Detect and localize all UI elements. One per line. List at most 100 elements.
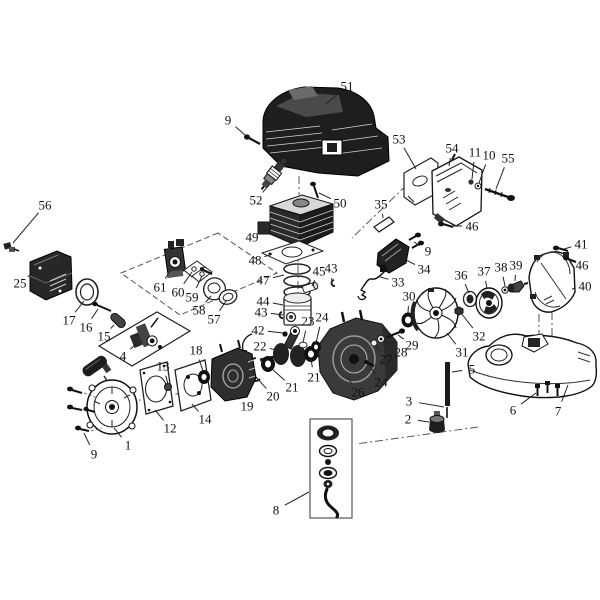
leader-line <box>460 312 474 329</box>
leader-line <box>264 253 273 258</box>
part-61-carburetor <box>163 239 187 279</box>
leader-line <box>451 369 463 373</box>
part-25-muffler <box>29 250 73 301</box>
part-46-bolt-air-filter <box>438 221 454 228</box>
part-number-label: 39 <box>510 258 523 273</box>
leader-line <box>381 213 384 219</box>
part-41-bolt <box>553 245 569 253</box>
callout-24: 24 <box>316 310 329 344</box>
leader-line <box>382 340 393 348</box>
part-number-label: 45 <box>313 264 326 279</box>
callout-52: 52 <box>250 183 271 208</box>
callout-34: 34 <box>403 258 432 277</box>
part-number-label: 38 <box>495 260 508 275</box>
part-number-label: 46 <box>466 219 480 234</box>
leader-line <box>471 161 475 180</box>
callout-47: 47 <box>257 273 285 288</box>
leader-line <box>495 167 505 190</box>
leader-line <box>205 295 212 303</box>
part-number-label: 60 <box>172 285 185 300</box>
leader-line <box>413 241 420 247</box>
leader-line <box>563 246 572 250</box>
callout-45: 45 <box>311 264 326 287</box>
part-number-label: 44 <box>257 294 271 309</box>
part-number-label: 21 <box>308 370 321 385</box>
callout-15: 15 <box>98 324 115 344</box>
callout-10: 10 <box>478 148 496 184</box>
leader-line <box>403 147 417 170</box>
leader-line <box>485 280 488 290</box>
part-number-label: 49 <box>246 230 259 245</box>
leader-line <box>191 403 199 412</box>
callout-22: 22 <box>254 339 281 354</box>
part-51-engine-cover <box>262 86 390 177</box>
leader-line <box>368 364 376 375</box>
callout-2: 2 <box>405 412 430 427</box>
leader-line <box>183 271 193 285</box>
part-24-seal <box>311 341 321 353</box>
leader-line <box>417 419 430 423</box>
part-number-label: 27 <box>380 352 394 367</box>
callout-60: 60 <box>172 271 193 300</box>
callout-24: 24 <box>368 364 388 390</box>
callout-6: 6 <box>510 392 537 418</box>
leader-line <box>260 228 269 233</box>
callout-56: 56 <box>12 198 53 244</box>
callout-55: 55 <box>495 151 515 190</box>
callout-48: 48 <box>249 253 273 268</box>
part-number-label: 56 <box>39 198 53 213</box>
callout-33: 33 <box>379 275 405 290</box>
part-number-label: 43 <box>255 305 268 320</box>
leader-line <box>83 432 91 446</box>
leader-line <box>255 376 267 389</box>
part-number-label: 23 <box>302 314 315 329</box>
part-number-label: 34 <box>418 262 432 277</box>
callout-57: 57 <box>208 300 227 327</box>
leader-line <box>571 287 576 290</box>
callout-26: 26 <box>346 376 365 400</box>
part-23-washer <box>298 341 308 349</box>
part-number-label: 42 <box>252 323 265 338</box>
leader-line <box>284 491 310 506</box>
leader-line <box>91 308 99 319</box>
part-7-fuel-tank <box>467 333 598 399</box>
part-number-label: 28 <box>395 345 408 360</box>
part-34-ignition-coil <box>376 238 410 274</box>
callout-20: 20 <box>255 376 280 404</box>
starter-handle <box>82 355 112 377</box>
callout-53: 53 <box>393 132 417 170</box>
callout-58: 58 <box>193 295 212 318</box>
part-22-crankshaft <box>259 326 323 367</box>
callout-8: 8 <box>273 491 310 518</box>
part-number-label: 15 <box>98 329 111 344</box>
part-2-fuel-filter <box>429 411 445 433</box>
leader-line <box>568 259 573 262</box>
part-9-starter-bolts <box>67 386 103 432</box>
callout-46: 46 <box>568 258 590 273</box>
part-number-label: 55 <box>502 151 515 166</box>
part-number-label: 17 <box>63 313 77 328</box>
callout-40: 40 <box>571 279 592 294</box>
part-number-label: 46 <box>576 258 590 273</box>
part-39-pulley <box>507 280 529 293</box>
part-number-label: 33 <box>392 275 405 290</box>
part-31-flywheel <box>410 287 459 339</box>
part-13-nut <box>164 383 172 391</box>
part-number-label: 5 <box>469 362 476 377</box>
part-19-case-flange <box>210 339 257 402</box>
part-11-nut <box>468 179 474 185</box>
callout-31: 31 <box>446 332 469 360</box>
part-52-spark-plug <box>260 158 287 191</box>
callout-51: 51 <box>325 79 354 105</box>
leader-line <box>12 212 39 244</box>
part-27-washer <box>370 339 378 347</box>
part-number-label: 4 <box>120 349 127 364</box>
leader-line <box>375 345 381 352</box>
part-number-label: 47 <box>257 273 271 288</box>
part-number-label: 10 <box>483 148 496 163</box>
callout-5: 5 <box>451 362 476 377</box>
leader-line <box>502 276 506 287</box>
leader-line <box>270 312 284 316</box>
part-33-kill-switch-wire <box>357 268 388 301</box>
callout-36: 36 <box>455 268 470 294</box>
